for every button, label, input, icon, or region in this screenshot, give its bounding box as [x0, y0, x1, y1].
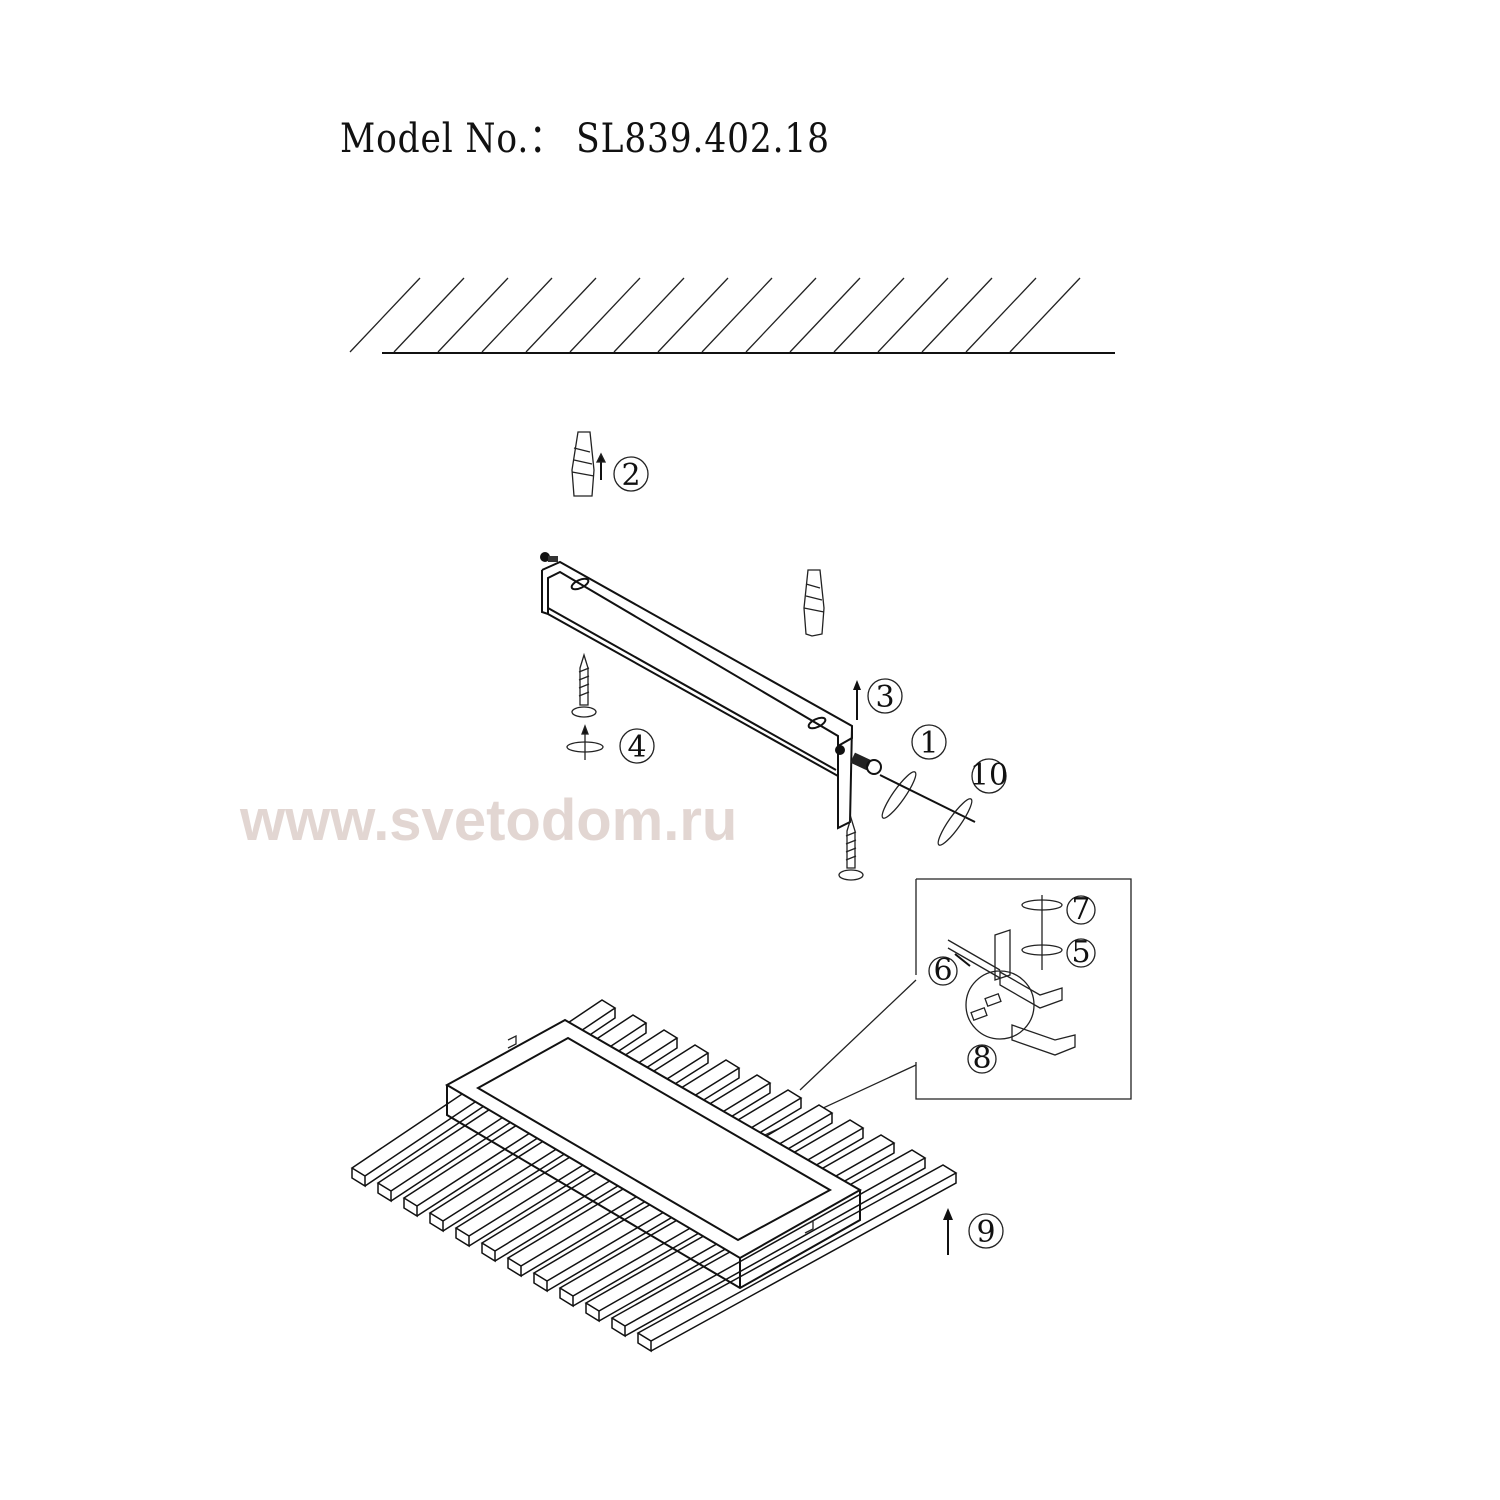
watermark: www.svetodom.ru: [239, 788, 737, 853]
step-7-label: 7: [1066, 892, 1096, 927]
hatch-line: [745, 277, 817, 353]
washer-icon: [879, 771, 976, 846]
hatch-line: [921, 277, 993, 353]
step-2-label: 2: [613, 456, 649, 493]
hatch-line: [349, 277, 421, 353]
svg-text:2: 2: [621, 458, 640, 493]
svg-text:4: 4: [627, 730, 646, 765]
step-9-label: 9: [968, 1213, 1004, 1250]
hatch-line: [657, 277, 729, 353]
lamp-body: [444, 1018, 863, 1290]
step-5-label: 5: [1066, 935, 1096, 970]
step-8-label: 8: [967, 1041, 997, 1076]
up-arrow-icon: [853, 680, 861, 720]
hatch-line: [1009, 277, 1081, 353]
svg-text:10: 10: [970, 758, 1008, 793]
mounting-bracket: [541, 560, 853, 830]
step-4-label: 4: [619, 728, 655, 765]
wiring-detail-inset: 7 5 6 8: [699, 878, 1132, 1166]
hatch-line: [481, 277, 553, 353]
hatch-line: [569, 277, 641, 353]
wood-screw-icon: [838, 815, 864, 881]
svg-text:5: 5: [1071, 935, 1090, 970]
step-10-label: 10: [970, 758, 1008, 794]
svg-text:8: 8: [972, 1041, 991, 1076]
hatch-line: [613, 277, 685, 353]
hatch-line: [833, 277, 905, 353]
hatch-line: [877, 277, 949, 353]
svg-text:1: 1: [919, 726, 938, 761]
hatch-line: [965, 277, 1037, 353]
rotate-arrow-icon: [566, 724, 604, 760]
wood-screw-icon: [571, 652, 597, 718]
svg-text:9: 9: [976, 1215, 995, 1250]
model-number-title: Model No.： SL839.402.18: [340, 116, 830, 162]
step-6-label: 6: [928, 953, 958, 988]
step-1-label: 1: [911, 724, 947, 761]
wall-plug-icon: [803, 569, 825, 637]
wall-plug-icon: [571, 431, 607, 497]
svg-text:6: 6: [933, 953, 952, 988]
hatch-line: [701, 277, 773, 353]
hatch-line: [789, 277, 861, 353]
svg-text:3: 3: [875, 680, 894, 715]
step-3-label: 3: [867, 678, 903, 715]
hatch-line: [393, 277, 465, 353]
hatch-line: [525, 277, 597, 353]
bolt-icon: [850, 752, 882, 775]
hatch-line: [437, 277, 509, 353]
screw-icon: [540, 552, 558, 562]
ceiling-hatch: [349, 277, 1081, 353]
up-arrow-icon: [943, 1208, 953, 1255]
slat: [636, 1164, 958, 1353]
svg-text:7: 7: [1071, 892, 1090, 927]
